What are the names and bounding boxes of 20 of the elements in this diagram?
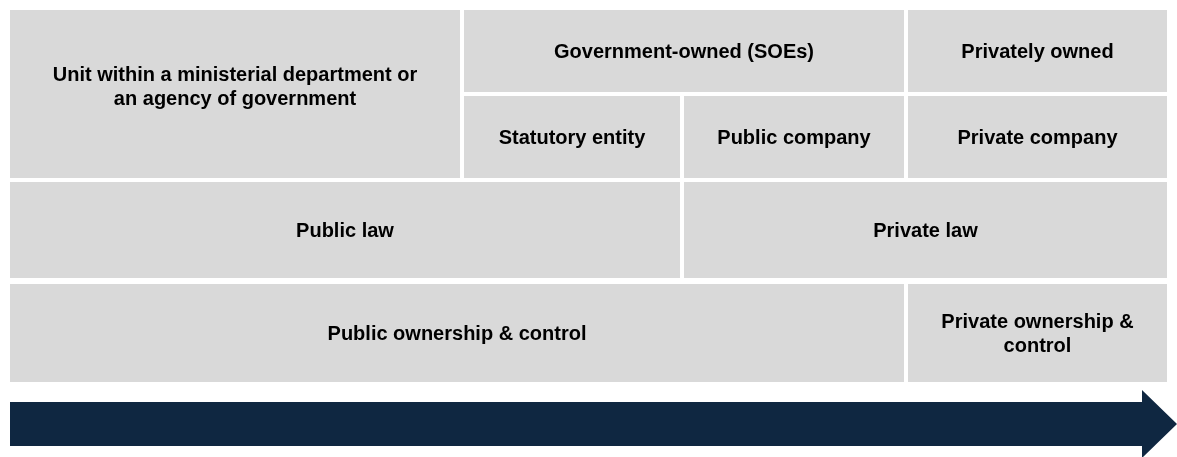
category-box bbox=[10, 284, 904, 382]
category-box bbox=[684, 182, 1167, 278]
category-label: Privately owned bbox=[961, 39, 1114, 63]
category-box bbox=[464, 10, 904, 92]
category-box bbox=[10, 10, 460, 178]
category-box bbox=[908, 284, 1167, 382]
category-label: Public ownership & control bbox=[327, 321, 587, 345]
category-box bbox=[684, 96, 904, 178]
category-box bbox=[908, 10, 1167, 92]
category-box bbox=[10, 182, 680, 278]
category-label: Private law bbox=[873, 218, 978, 242]
category-label: Private ownership & control bbox=[940, 309, 1135, 357]
category-label: Government-owned (SOEs) bbox=[554, 39, 814, 63]
category-label: Private company bbox=[957, 125, 1118, 149]
category-label: Public law bbox=[296, 218, 394, 242]
category-label: Public company bbox=[717, 125, 871, 149]
category-box bbox=[908, 96, 1167, 178]
category-label: Unit within a ministerial department or an agency of government bbox=[51, 62, 419, 110]
category-label: Statutory entity bbox=[498, 125, 646, 149]
category-box bbox=[464, 96, 680, 178]
